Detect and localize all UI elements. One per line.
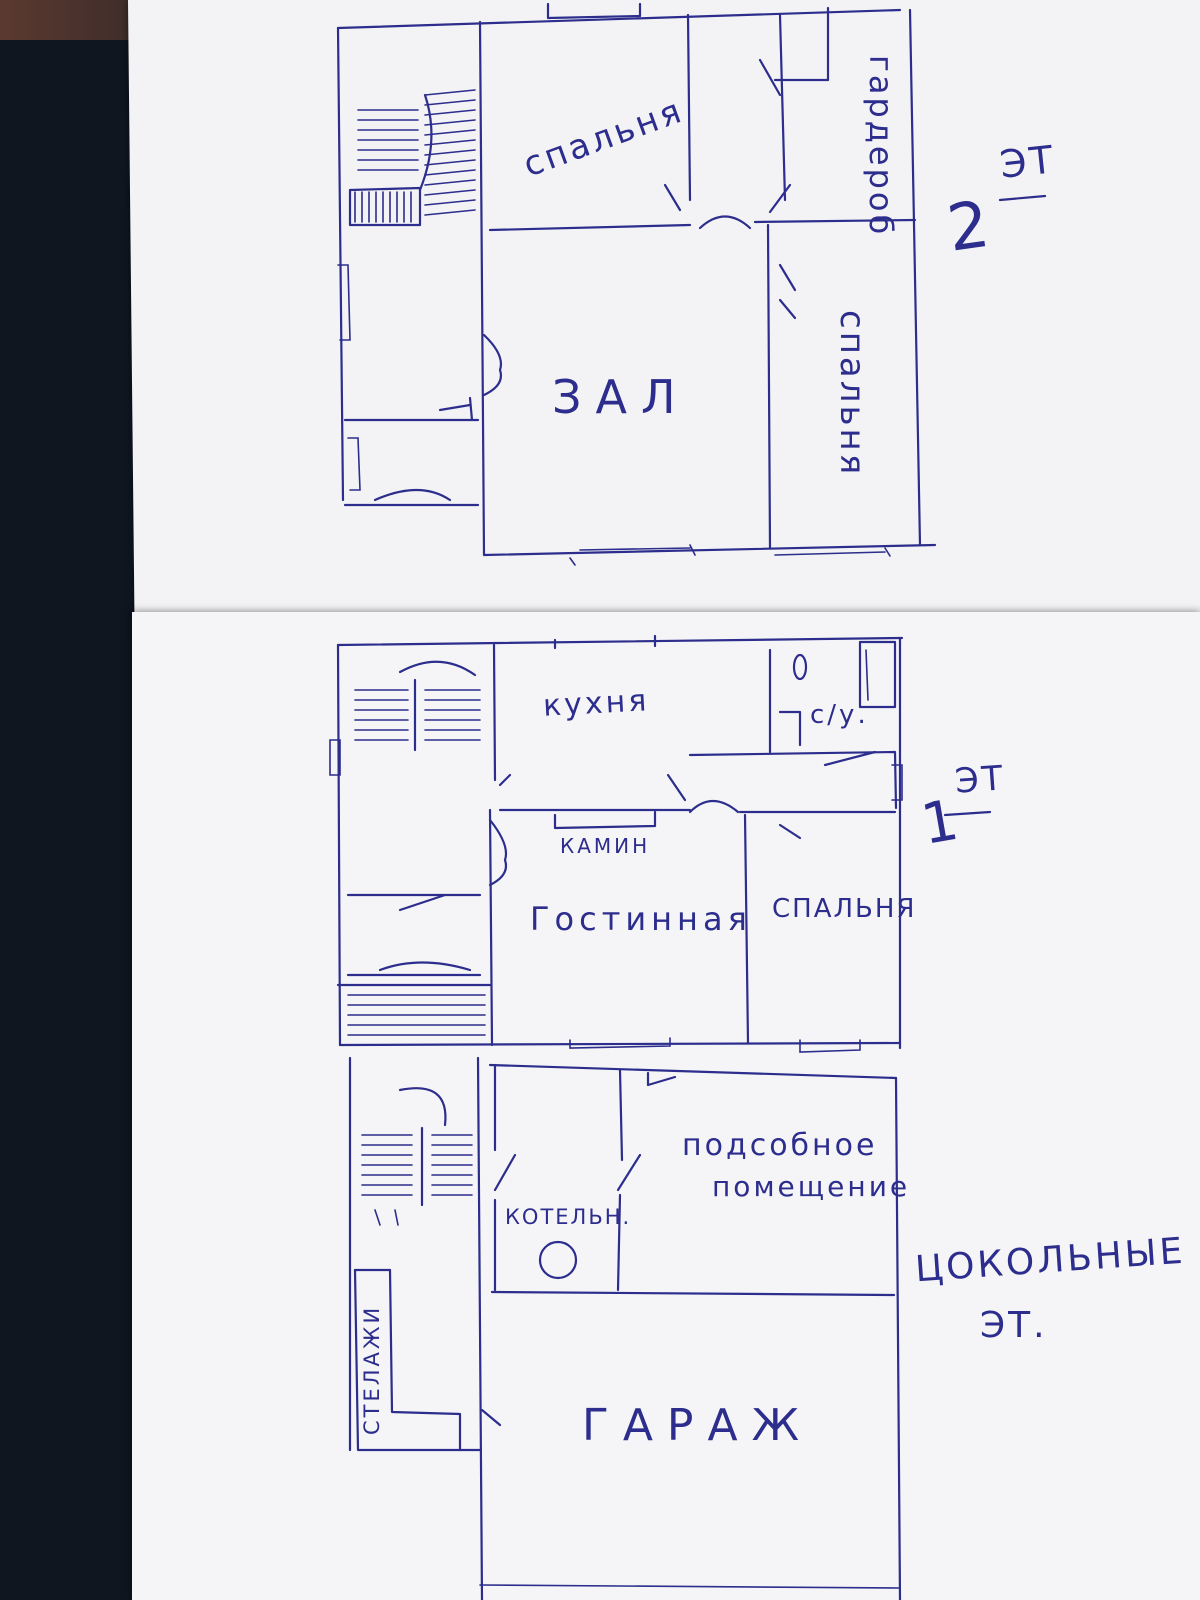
label-bedroom-right: спальня — [832, 310, 872, 478]
label-basement-line2: ЭТ. — [980, 1305, 1048, 1346]
label-utility-room-line1: подсобное — [682, 1128, 878, 1163]
label-wardrobe: гардероб — [862, 55, 900, 238]
floor-1-walls — [336, 634, 904, 1050]
label-living-room: Гостинная — [530, 900, 752, 938]
label-garage: ГАРАЖ — [582, 1400, 813, 1451]
floor-1-underline — [943, 810, 992, 817]
label-wc: с/у. — [810, 700, 869, 730]
floor-2-walls — [336, 2, 937, 557]
label-shelving: СТЕЛАЖИ — [360, 1304, 384, 1435]
basement-staircase — [361, 1087, 473, 1226]
paper-sheet-bottom — [132, 612, 1200, 1600]
floor-2-doors — [373, 58, 797, 502]
floor-2-plan — [336, 2, 937, 566]
floor-2-underline — [998, 194, 1047, 202]
floor-1-plan — [329, 634, 904, 1053]
label-kitchen: кухня — [542, 683, 651, 724]
floor-1-fixtures — [553, 640, 897, 830]
basement-walls — [348, 1056, 902, 1600]
label-hall: ЗАЛ — [552, 370, 690, 424]
floor-1-doors — [329, 739, 903, 1053]
floor-2-staircase — [348, 89, 476, 227]
label-boiler-room: КОТЕЛЬН. — [505, 1205, 632, 1229]
label-floor-2-suffix: ЭТ — [997, 137, 1058, 187]
label-utility-room-line2: помещение — [712, 1170, 911, 1203]
label-fireplace: КАМИН — [560, 834, 651, 858]
floor-2-windows — [337, 264, 891, 566]
basement-plan — [348, 1056, 902, 1600]
label-floor-1-suffix: ЭТ — [953, 758, 1007, 802]
floor-1-staircase — [347, 660, 486, 1036]
basement-doors — [480, 1071, 677, 1427]
label-bedroom-first-floor: СПАЛЬНЯ — [772, 894, 917, 924]
